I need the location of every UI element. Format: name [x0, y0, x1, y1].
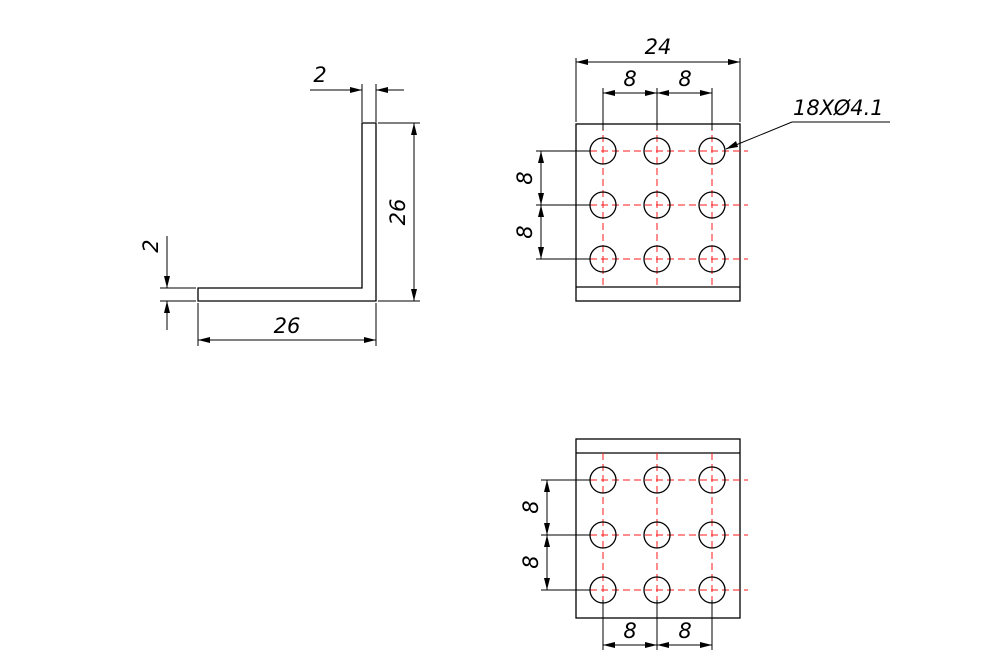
dim-bottom-pitch-x-2: 8 — [678, 619, 691, 643]
bottom-view: 8 8 8 8 — [519, 438, 748, 650]
angle-outline — [197, 122, 377, 302]
dim-bottom-pitch-x-1: 8 — [623, 619, 636, 643]
hole — [643, 466, 671, 494]
dim-bottom-pitch-y-2: 8 — [519, 555, 543, 568]
dim-top-pitch-x-1: 8 — [623, 67, 636, 91]
hole — [643, 245, 671, 273]
dim-height: 26 — [386, 199, 410, 226]
dim-bottom-pitch-y-1: 8 — [519, 500, 543, 513]
hole-callout: 18XØ4.1 — [793, 96, 884, 120]
hole — [698, 466, 726, 494]
hole — [698, 137, 726, 165]
dim-top-pitch-x-2: 8 — [678, 67, 691, 91]
top-view: 24 8 8 18XØ4.1 8 8 — [513, 35, 890, 302]
hole — [643, 137, 671, 165]
bottom-hole-pattern — [568, 453, 748, 618]
hole — [643, 191, 671, 219]
hole — [698, 245, 726, 273]
top-hole-pattern — [568, 124, 748, 287]
dim-thickness-left: 2 — [139, 239, 163, 252]
angle-profile: 2 26 2 26 — [139, 63, 420, 346]
hole — [698, 521, 726, 549]
hole — [698, 191, 726, 219]
dim-overall-width: 24 — [645, 35, 672, 59]
dim-top-pitch-y-2: 8 — [513, 225, 537, 238]
dim-thickness-top: 2 — [313, 63, 326, 87]
hole — [643, 521, 671, 549]
dim-top-pitch-y-1: 8 — [513, 171, 537, 184]
dim-width: 26 — [274, 314, 301, 338]
top-plate-outline — [575, 123, 741, 302]
bottom-plate-outline — [575, 438, 741, 619]
